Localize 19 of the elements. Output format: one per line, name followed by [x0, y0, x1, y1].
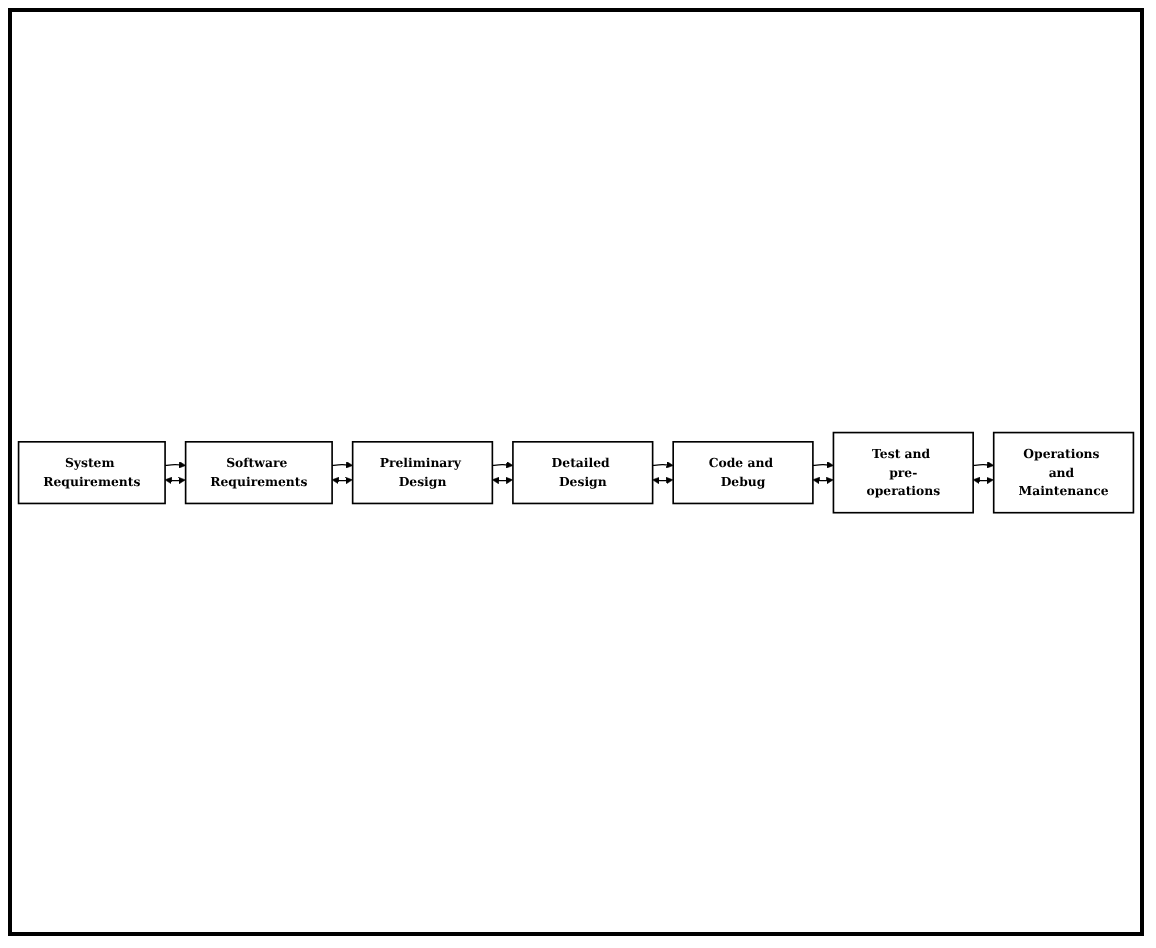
- arrow: [164, 460, 186, 468]
- node-box: [992, 431, 1135, 513]
- arrow: [812, 476, 834, 484]
- arrow: [652, 476, 674, 484]
- arrow: [331, 476, 353, 484]
- node-box: [512, 440, 654, 504]
- node-box: [184, 440, 333, 504]
- arrow: [652, 460, 674, 468]
- arrow: [972, 460, 995, 468]
- node-box: [17, 440, 166, 504]
- arrow: [164, 476, 186, 484]
- arrow: [491, 460, 514, 468]
- node-box: [832, 431, 974, 513]
- node-box: [351, 440, 494, 504]
- arrow: [331, 460, 353, 468]
- arrow: [972, 476, 994, 484]
- arrow: [812, 460, 834, 468]
- node-box: [672, 440, 814, 504]
- arrow: [492, 476, 513, 484]
